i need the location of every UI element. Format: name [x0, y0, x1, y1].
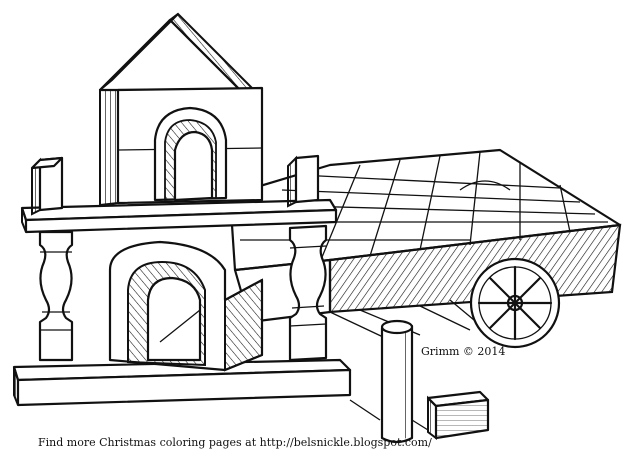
middle-plank	[20, 198, 338, 234]
left-column	[38, 230, 74, 362]
wagon-wheel	[469, 257, 561, 349]
cylinder-block	[380, 319, 414, 444]
artist-signature: Grimm © 2014	[421, 345, 506, 358]
footer-link-text[interactable]: Find more Christmas coloring pages at ht…	[38, 436, 432, 449]
right-upright	[287, 154, 320, 208]
base-slab	[12, 358, 352, 407]
cube-block	[426, 390, 490, 440]
ground-shadow	[349, 399, 429, 431]
house-block	[98, 12, 264, 207]
right-column	[288, 224, 328, 362]
left-upright	[30, 156, 64, 216]
lower-arch-block	[108, 240, 264, 372]
